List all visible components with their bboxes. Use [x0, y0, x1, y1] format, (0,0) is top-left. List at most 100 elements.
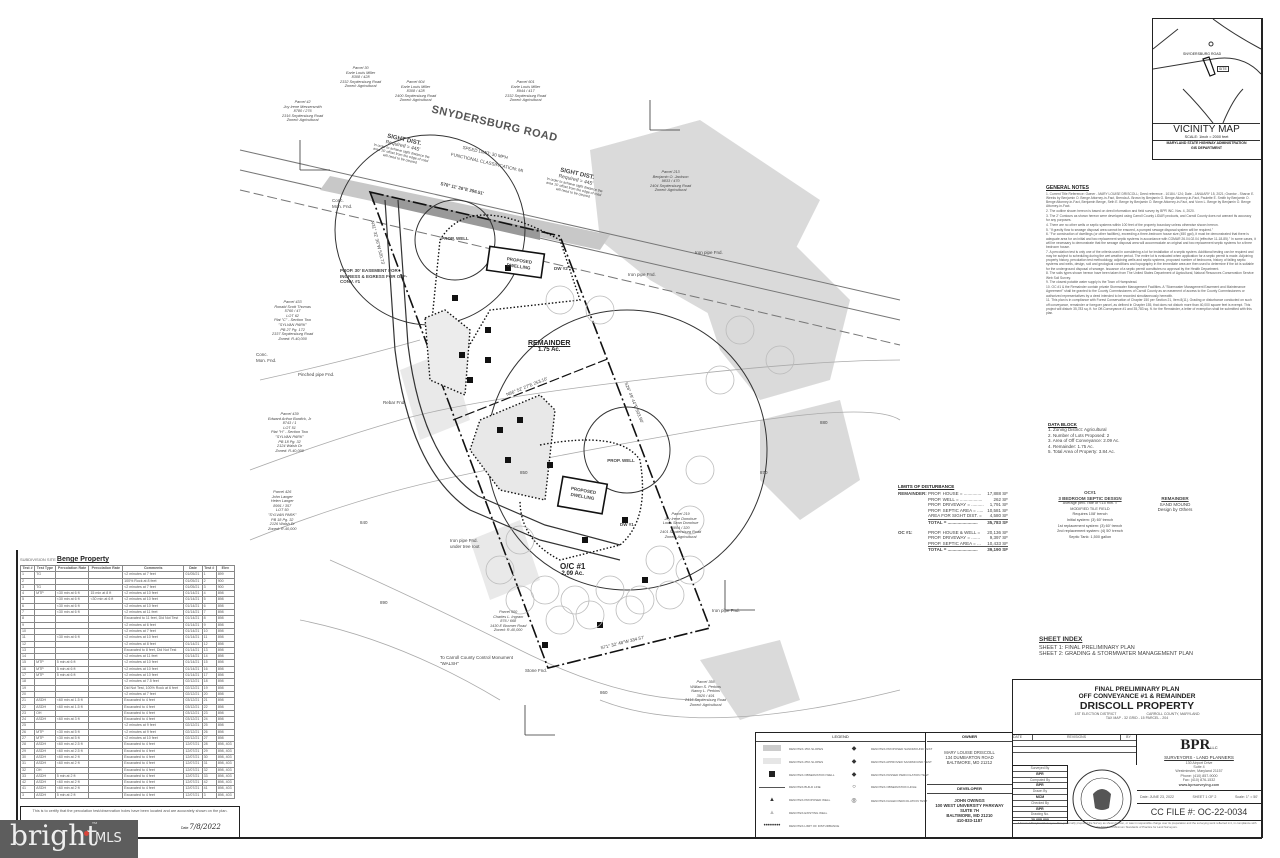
parcel-line: LOT 51 [283, 425, 296, 430]
table-cell: 12/07/21 [183, 779, 203, 787]
legend-item: DENOTES OBSERVATION WELL [758, 771, 835, 779]
lod-item: PROP. DRIVEWAY = .......... [928, 502, 984, 508]
septic-line: Requires 108' trench [1072, 512, 1108, 517]
contour-label: 880 [820, 420, 828, 425]
staff-label: Checked By [1013, 801, 1067, 807]
parcel-line: Benjamin O. Jackson [652, 174, 689, 179]
column-header: Percolation Rate [88, 564, 124, 573]
developer-line: JOHN OWINGS [954, 798, 985, 803]
parcel-line: Zoned: Agricultural [509, 98, 542, 103]
firm-address-line: www.bprsurveying.com [1178, 782, 1220, 787]
table-cell: 3 [201, 791, 217, 800]
parcel-line: "SYLVAN PARK" [275, 434, 304, 439]
table-cell: 02/12/21 [183, 684, 203, 692]
lod-value: 35,783 SF [987, 519, 1008, 525]
table-cell: 12/07/21 [183, 747, 203, 755]
lot-oc1-label: O/C #1 2.09 Ac. [560, 562, 586, 577]
parcel-line: PB 18 Pg. 32 [271, 517, 294, 522]
tree-icon [645, 545, 675, 575]
table-cell: 01/14/21 [183, 609, 203, 617]
lod-item: PROP. HOUSE = .............. [928, 491, 982, 496]
rev-header-date: DATE [1013, 735, 1033, 740]
surveyor-seal [1072, 769, 1132, 829]
build-line-icon [758, 784, 786, 790]
table-cell: 5 min at 2 ft [54, 791, 90, 800]
parcel-line: Zoned: R-40,000 [278, 336, 307, 341]
table-cell: 01/14/21 [183, 659, 203, 667]
firm-address-line: Suite 4 [1193, 764, 1205, 769]
driveway-edge [397, 199, 621, 546]
septic-area-remainder [424, 309, 471, 397]
legend-label: DENOTES 15% SLOPES [789, 747, 824, 751]
parcel-line: PB 27 Pg. 172 [280, 327, 305, 332]
table-cell: 898, 403 [215, 741, 236, 749]
parcel-line: 2416 Snydersburg Road [685, 698, 727, 703]
parcel-line: Earle Louis Miller [401, 84, 431, 89]
data-block: DATA BLOCK 1. Zoning District: Agricultu… [1048, 422, 1148, 455]
perc-test-icon [622, 517, 628, 523]
parcel-line: Parcel 604 [406, 80, 425, 84]
date-label: Date [181, 826, 189, 830]
general-note: 1. Current Title Reference: Owner - MARY… [1046, 191, 1255, 209]
legend-label: DENOTES PROPOSED WELL [789, 798, 831, 802]
lot-remainder-label: REMAINDER 1.75 Ac. [528, 340, 571, 353]
parcel-line: 2404 Snydersburg Road [650, 183, 692, 188]
developer-line: 100 WEST UNIVERSITY PARKWAY [935, 803, 1004, 808]
parcel-line: Zoned: Agricultural [664, 534, 697, 539]
table-cell: 01/14/21 [183, 634, 203, 642]
table-cell: 898, 403 [215, 791, 236, 800]
prop-well-circle [583, 406, 671, 494]
data-block-item: 5. Total Area of Property: 3.84 Ac. [1048, 449, 1115, 455]
proposed-dwelling-oc1 [556, 475, 609, 515]
lod-value: 1,791 SF [989, 502, 1008, 508]
lod-row: PROP. HOUSE = ..............17,888 SF [928, 491, 1008, 497]
parcel-line: 3920 / 491 [696, 693, 715, 698]
table-cell: 898, 403 [215, 760, 236, 768]
lod-value: 10,433 SF [987, 540, 1008, 546]
vicinity-agency: MARYLAND STATE HIGHWAY ADMINISTRATION [1153, 140, 1260, 146]
bright-mls-watermark: bright MLS TM [0, 820, 138, 858]
table-cell: 01/05/21 [183, 571, 203, 579]
tree-icon [530, 575, 560, 605]
table-cell: 898, 403 [215, 779, 236, 787]
lod-value: 9,397 SF [989, 535, 1008, 541]
parcel-line: Parcel 439 [280, 412, 299, 416]
firm-address-line: Phone: (410) 857-9000 [1180, 773, 1218, 778]
site-marker [1202, 56, 1216, 77]
table-cell: Excavated to 11 feet, Did Not Test [122, 615, 185, 623]
find-label: Iron pipe Fnd. under tree root [450, 538, 480, 549]
general-notes: GENERAL NOTES 1. Current Title Reference… [1046, 185, 1256, 316]
firm-address-line: Westminster, Maryland 21157 [1175, 769, 1223, 774]
parcel-line: Parcel 213 [661, 170, 680, 174]
table-cell: 12/07/21 [183, 772, 203, 781]
table-cell: 898, 403 [215, 753, 236, 762]
parcel-line: 8308 / 428 [351, 75, 370, 80]
perc-test-icon [547, 462, 553, 468]
staff-label: Drawing No. [1013, 812, 1067, 819]
table-cell: 02/12/21 [183, 722, 203, 730]
legend-item: ▲DENOTES PROPOSED WELL [758, 797, 830, 803]
find-label: Pinched pipe Fnd. [298, 372, 335, 377]
firm-address-line: 130 Airport Drive [1185, 760, 1213, 765]
parcel-line: Parcel 356 [696, 680, 715, 684]
slope-15-icon [758, 745, 786, 753]
staff-value: MCM [1013, 795, 1067, 801]
table-cell: 01/14/21 [183, 596, 203, 604]
monument-label: To Carroll County Control Monument "WALS… [440, 655, 514, 666]
tree-icon [575, 600, 605, 630]
dw-label: DW #1 [620, 522, 634, 527]
remainder-septic: REMAINDER SAND MOUND Design by Others [1157, 496, 1193, 513]
parcel-line: PB 18 Pg. 32 [278, 439, 301, 444]
general-note: 8. The soils types shown hereon have bee… [1046, 271, 1254, 280]
firm-type: SURVEYORS - LAND PLANNERS [1164, 755, 1234, 760]
parcel-line: 8804 / 320 [671, 525, 690, 530]
staff-label: Drawn By [1013, 789, 1067, 795]
property-name: DRISCOLL PROPERTY [1079, 700, 1195, 712]
legend-item: ▲DENOTES EXISTING WELL [758, 810, 827, 816]
